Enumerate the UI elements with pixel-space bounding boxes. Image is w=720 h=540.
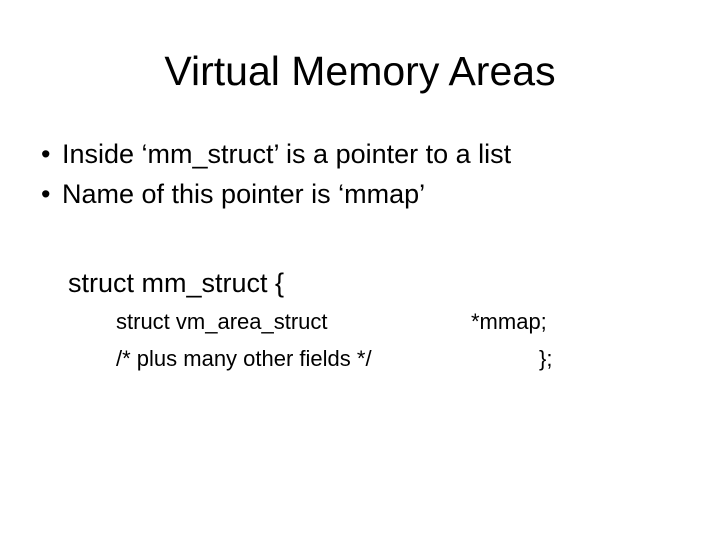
code-text: struct mm_struct { [68, 268, 285, 298]
page-title: Virtual Memory Areas [164, 48, 556, 94]
code-line-field: struct vm_area_struct *mmap; [0, 305, 720, 342]
code-block: struct mm_struct { struct vm_area_struct… [0, 263, 720, 379]
bullet-dot-icon: • [41, 179, 51, 209]
code-line-comment: /* plus many other fields */ }; [0, 342, 720, 379]
code-field-type: struct vm_area_struct [116, 309, 328, 334]
code-struct-close: }; [539, 346, 553, 371]
list-item: • Inside ‘mm_struct’ is a pointer to a l… [0, 134, 720, 174]
code-comment-text: /* plus many other fields */ [116, 346, 372, 371]
code-field-name: *mmap; [471, 309, 547, 334]
list-item: • Name of this pointer is ‘mmap’ [0, 174, 720, 214]
bullet-list: • Inside ‘mm_struct’ is a pointer to a l… [0, 134, 720, 214]
list-item-text: Name of this pointer is ‘mmap’ [62, 179, 426, 209]
bullet-dot-icon: • [41, 139, 51, 169]
list-item-text: Inside ‘mm_struct’ is a pointer to a lis… [62, 139, 512, 169]
code-line-struct-open: struct mm_struct { [0, 263, 720, 305]
